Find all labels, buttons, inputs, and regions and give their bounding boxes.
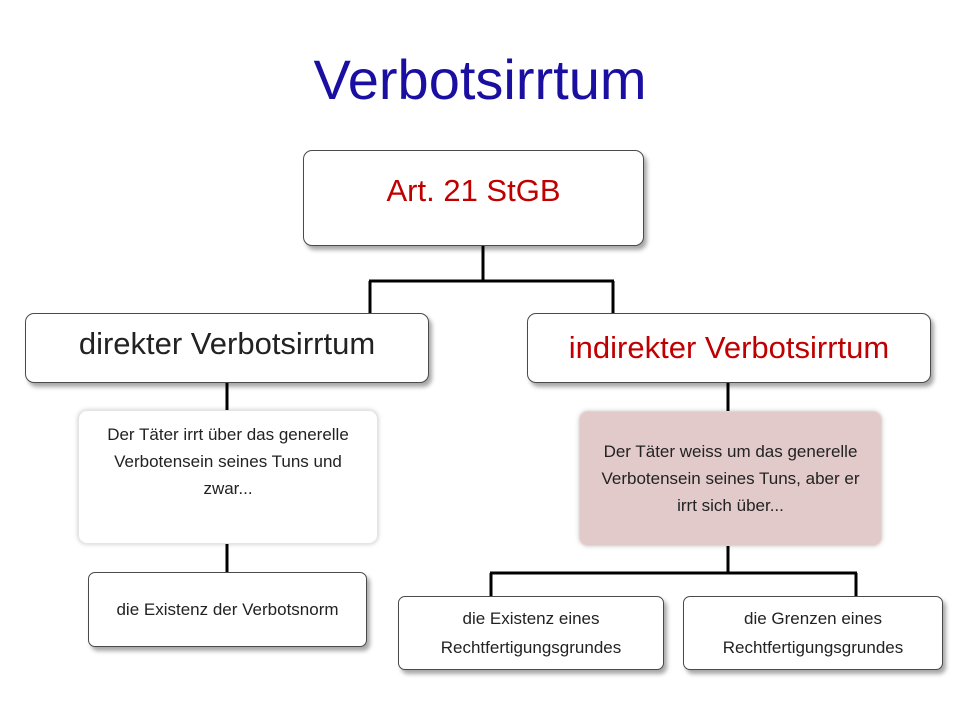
node-limits-justification-text: die Grenzen eines Rechtfertigungsgrundes: [722, 609, 904, 657]
node-art-21-stgb: Art. 21 StGB: [303, 150, 644, 246]
node-direct-error: direkter Verbotsirrtum: [25, 313, 429, 383]
node-direct-description: Der Täter irrt über das generelle Verbot…: [78, 410, 378, 544]
node-indirect-description-text: Der Täter weiss um das generelle Verbote…: [601, 442, 860, 515]
node-existence-justification: die Existenz eines Rechtfertigungsgrunde…: [398, 596, 664, 670]
slide-title: Verbotsirrtum: [313, 48, 647, 111]
node-indirect-error: indirekter Verbotsirrtum: [527, 313, 931, 383]
node-limits-justification: die Grenzen eines Rechtfertigungsgrundes: [683, 596, 943, 670]
node-art-21-stgb-label: Art. 21 StGB: [386, 173, 561, 208]
node-existence-justification-text: die Existenz eines Rechtfertigungsgrunde…: [440, 609, 622, 657]
node-direct-description-text: Der Täter irrt über das generelle Verbot…: [107, 425, 349, 498]
node-indirect-description: Der Täter weiss um das generelle Verbote…: [579, 411, 882, 546]
node-indirect-error-label: indirekter Verbotsirrtum: [568, 330, 890, 365]
node-existence-norm-text: die Existenz der Verbotsnorm: [116, 600, 339, 619]
node-existence-norm: die Existenz der Verbotsnorm: [88, 572, 367, 647]
node-direct-error-label: direkter Verbotsirrtum: [78, 326, 376, 361]
